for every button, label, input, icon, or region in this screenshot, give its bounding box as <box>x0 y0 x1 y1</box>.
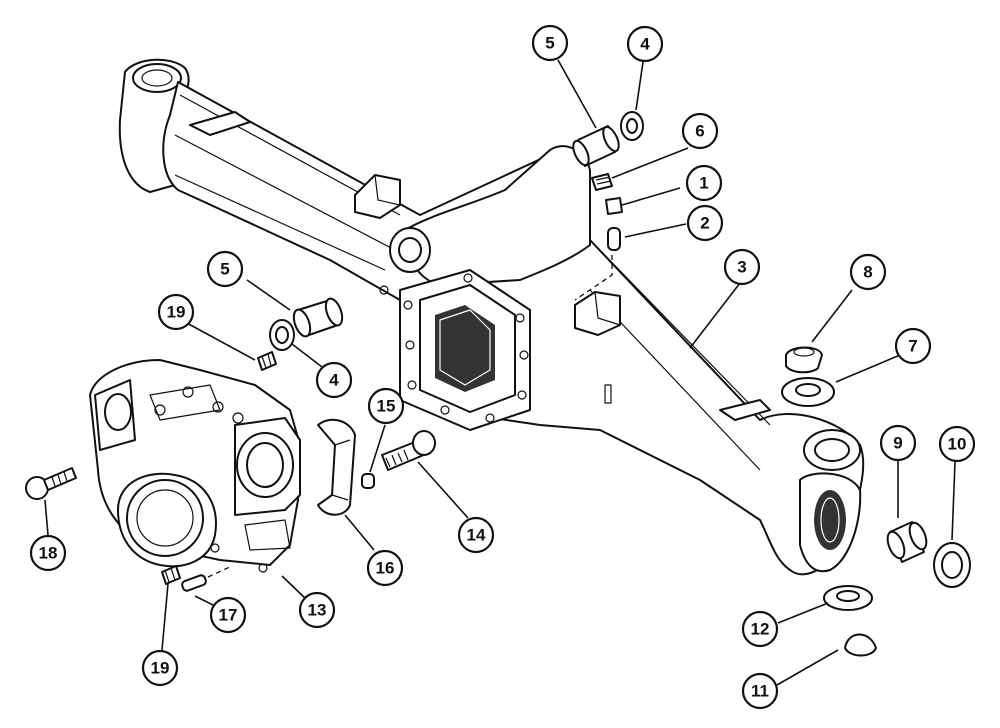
grease-fitting <box>591 173 613 191</box>
callout-17: 17 <box>209 596 247 634</box>
seal-upper <box>620 111 644 141</box>
callout-2: 2 <box>686 204 724 242</box>
pivot-housing <box>89 359 301 573</box>
svg-text:12: 12 <box>751 620 770 639</box>
callout-4b: 4 <box>315 361 353 399</box>
callout-5a: 5 <box>531 24 569 62</box>
leader-lines <box>44 59 956 686</box>
callout-3: 3 <box>723 248 761 286</box>
svg-text:1: 1 <box>699 174 708 193</box>
bushing-lower <box>292 297 344 338</box>
svg-text:8: 8 <box>863 263 872 282</box>
svg-text:2: 2 <box>700 214 709 233</box>
callout-4a: 4 <box>626 25 664 63</box>
callout-8: 8 <box>849 253 887 291</box>
svg-text:17: 17 <box>219 606 238 625</box>
callout-14: 14 <box>457 516 495 554</box>
svg-text:16: 16 <box>376 559 395 578</box>
svg-text:10: 10 <box>948 435 967 454</box>
svg-text:4: 4 <box>329 371 339 390</box>
callout-9: 9 <box>879 424 917 462</box>
callout-10: 10 <box>938 425 976 463</box>
plug <box>605 197 623 215</box>
svg-text:5: 5 <box>545 34 554 53</box>
svg-text:5: 5 <box>220 260 229 279</box>
svg-text:19: 19 <box>151 659 170 678</box>
callout-11: 11 <box>741 672 779 710</box>
svg-text:15: 15 <box>377 397 396 416</box>
callout-16: 16 <box>366 549 404 587</box>
svg-text:14: 14 <box>467 526 486 545</box>
axle-housing <box>118 58 865 576</box>
callout-19a: 19 <box>157 293 195 331</box>
svg-text:6: 6 <box>695 122 704 141</box>
callout-19b: 19 <box>141 649 179 687</box>
svg-text:19: 19 <box>167 303 186 322</box>
svg-text:7: 7 <box>908 337 917 356</box>
svg-text:9: 9 <box>893 434 902 453</box>
svg-text:3: 3 <box>737 258 746 277</box>
bolt-left <box>25 467 77 500</box>
callout-7: 7 <box>894 327 932 365</box>
pin <box>607 227 621 251</box>
callout-15: 15 <box>367 387 405 425</box>
bushing-upper <box>572 125 620 167</box>
svg-text:18: 18 <box>39 544 58 563</box>
svg-text:13: 13 <box>308 601 327 620</box>
callout-1: 1 <box>685 164 723 202</box>
callout-18: 18 <box>29 534 67 572</box>
small-parts <box>25 111 971 657</box>
svg-text:4: 4 <box>640 35 650 54</box>
callout-12: 12 <box>741 610 779 648</box>
svg-text:11: 11 <box>751 682 769 701</box>
callout-5b: 5 <box>206 250 244 288</box>
bolt <box>381 430 436 471</box>
callout-6: 6 <box>681 112 719 150</box>
callout-13: 13 <box>298 591 336 629</box>
